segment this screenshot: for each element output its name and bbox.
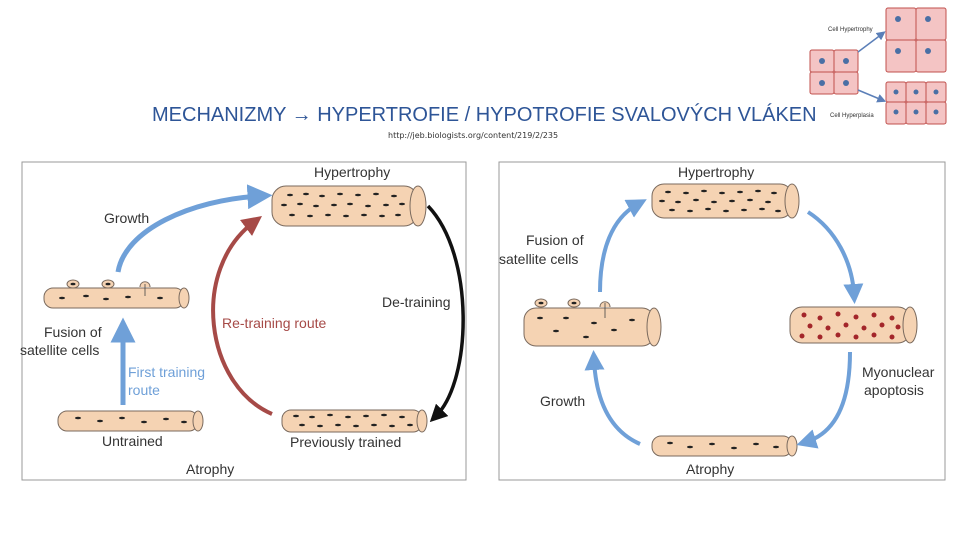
cell-inset: Cell Hypertrophy Cell Hyperplasia <box>810 8 946 124</box>
label-first-training-2: route <box>128 382 160 398</box>
left-panel: Hypertrophy Growth Fusion of satellite c… <box>20 162 466 480</box>
right-panel: Hypertrophy Fusion of satellite cells My… <box>499 162 945 480</box>
label-hypertrophy-left: Hypertrophy <box>314 164 390 180</box>
label-growth-right: Growth <box>540 393 585 409</box>
fiber-untrained <box>58 411 203 431</box>
inset-hyperplasia-label: Cell Hyperplasia <box>830 113 874 119</box>
label-myonuclear-1: Myonuclear <box>862 364 935 380</box>
inset-hyperplasia-cells <box>886 82 946 124</box>
label-fusion-left-1: Fusion of <box>44 324 102 340</box>
label-hypertrophy-right: Hypertrophy <box>678 164 754 180</box>
label-retraining: Re-training route <box>222 315 326 331</box>
fiber-previously-trained <box>282 410 427 432</box>
label-detraining: De-training <box>382 294 450 310</box>
inset-hypertrophy-label: Cell Hypertrophy <box>828 27 873 33</box>
label-atrophy-left: Atrophy <box>186 461 234 477</box>
fiber-apoptosis <box>790 307 917 343</box>
label-previously-trained: Previously trained <box>290 434 401 450</box>
label-myonuclear-2: apoptosis <box>864 382 924 398</box>
inset-arrow-down <box>858 90 882 100</box>
label-untrained: Untrained <box>102 433 163 449</box>
fiber-atrophy-right <box>652 436 797 456</box>
label-fusion-right-1: Fusion of <box>526 232 584 248</box>
fiber-hypertrophy-right <box>652 184 799 218</box>
label-first-training-1: First training <box>128 364 205 380</box>
fiber-hypertrophy-left <box>272 186 426 226</box>
inset-hypertrophy-cells <box>886 8 946 72</box>
inset-arrow-up <box>858 34 882 52</box>
label-fusion-left-2: satellite cells <box>20 342 99 358</box>
label-atrophy-right: Atrophy <box>686 461 734 477</box>
label-growth-left: Growth <box>104 210 149 226</box>
label-fusion-right-2: satellite cells <box>499 251 578 267</box>
inset-base-cells <box>810 50 858 94</box>
